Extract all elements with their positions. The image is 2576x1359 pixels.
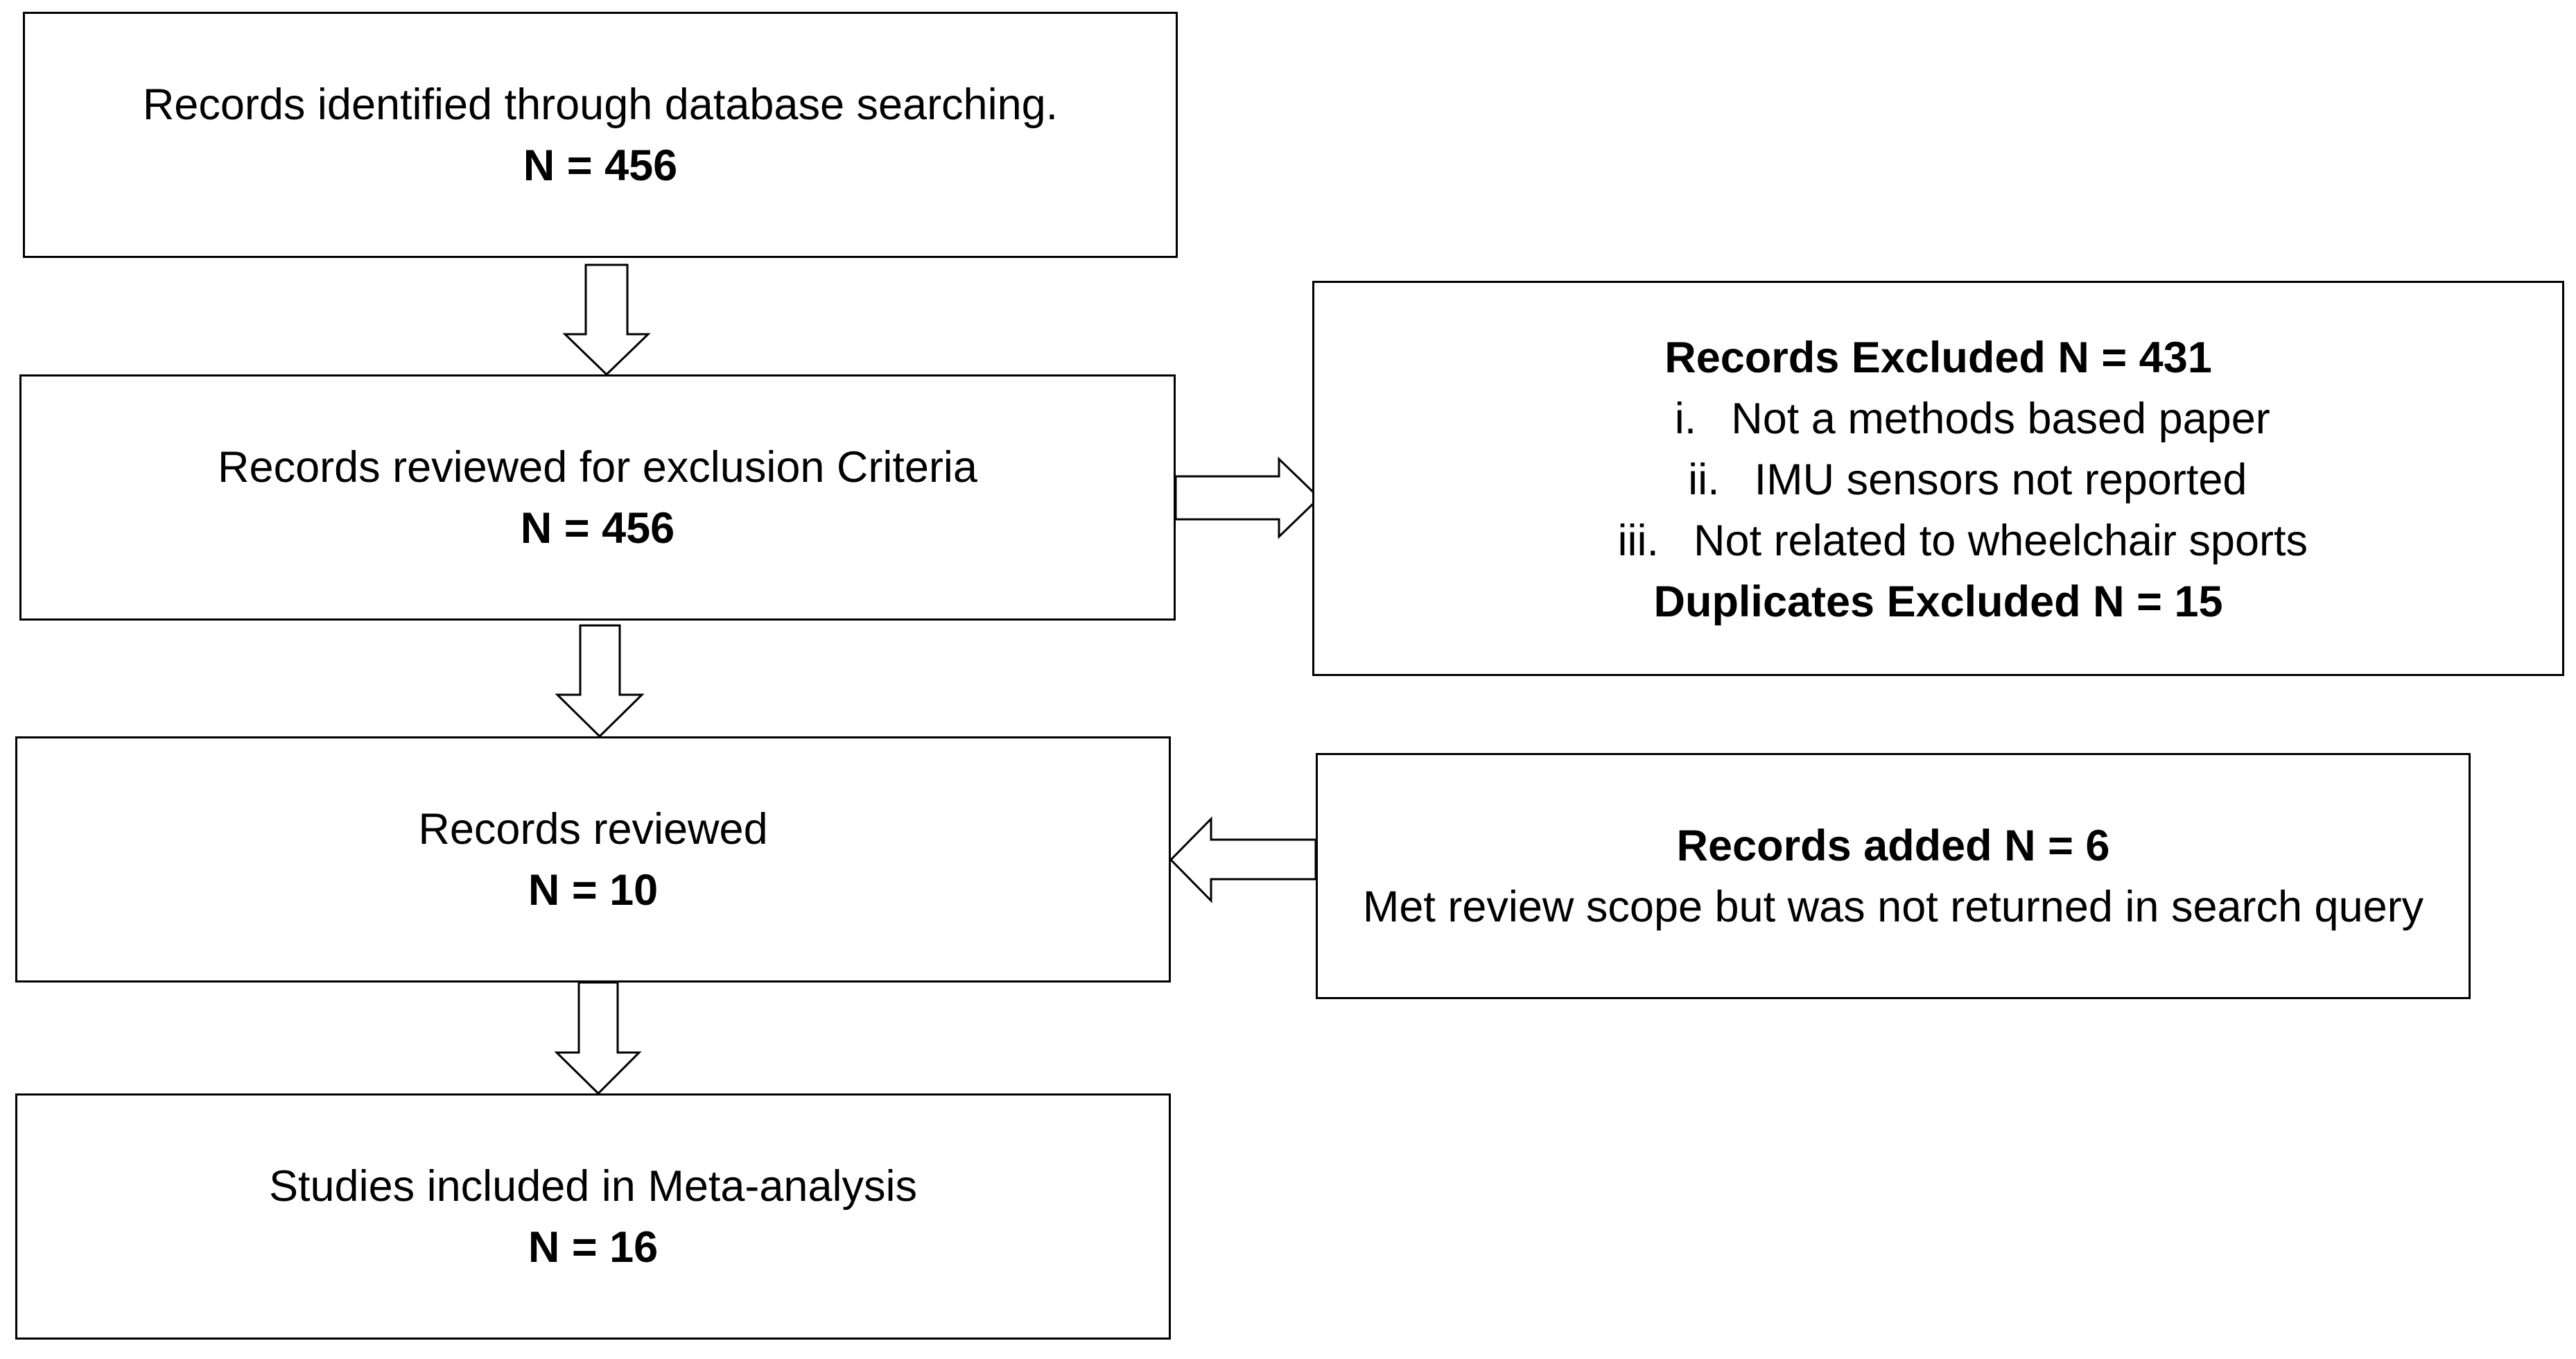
- arrow-identified-to-reviewed-exclusion: [562, 263, 651, 376]
- arrow-reviewed-exclusion-to-excluded: [1174, 456, 1321, 539]
- exclusion-reason-numeral: ii.: [1688, 456, 1720, 504]
- added-note: Met review scope but was not returned in…: [1362, 882, 2424, 931]
- reviewed-exclusion-count: N = 456: [520, 503, 675, 553]
- added-heading: Records added N = 6: [1676, 821, 2110, 870]
- reviewed-exclusion-box: Records reviewed for exclusion Criteria …: [19, 374, 1176, 621]
- exclusion-reason: ii. IMU sensors not reported: [1569, 449, 2308, 510]
- exclusion-reason-text: Not related to wheelchair sports: [1694, 517, 2308, 565]
- identified-box: Records identified through database sear…: [23, 12, 1178, 258]
- exclusion-reason: iii. Not related to wheelchair sports: [1569, 510, 2308, 571]
- reviewed-exclusion-title: Records reviewed for exclusion Criteria: [218, 442, 977, 492]
- included-count: N = 16: [528, 1222, 659, 1272]
- reviewed-box: Records reviewed N = 10: [15, 736, 1171, 983]
- reviewed-count: N = 10: [528, 865, 659, 915]
- exclusion-reason-numeral: iii.: [1617, 517, 1660, 565]
- exclusion-reasons-list: i. Not a methods based paper ii. IMU sen…: [1569, 388, 2308, 571]
- arrow-added-to-reviewed: [1169, 816, 1317, 903]
- included-box: Studies included in Meta-analysis N = 16: [15, 1093, 1171, 1340]
- arrow-reviewed-to-included: [554, 981, 642, 1096]
- exclusion-reason: i. Not a methods based paper: [1569, 388, 2308, 449]
- duplicates-excluded: Duplicates Excluded N = 15: [1653, 578, 2223, 626]
- added-box: Records added N = 6 Met review scope but…: [1316, 753, 2471, 999]
- reviewed-title: Records reviewed: [418, 804, 768, 854]
- excluded-heading: Records Excluded N = 431: [1664, 334, 2212, 382]
- exclusion-reason-numeral: i.: [1674, 395, 1697, 443]
- excluded-box: Records Excluded N = 431 i. Not a method…: [1312, 281, 2564, 676]
- identified-count: N = 456: [523, 141, 678, 190]
- identified-title: Records identified through database sear…: [142, 80, 1059, 129]
- arrow-reviewed-exclusion-to-reviewed: [555, 624, 645, 738]
- exclusion-reason-text: IMU sensors not reported: [1754, 456, 2247, 504]
- exclusion-reason-text: Not a methods based paper: [1731, 395, 2270, 443]
- included-title: Studies included in Meta-analysis: [268, 1161, 917, 1211]
